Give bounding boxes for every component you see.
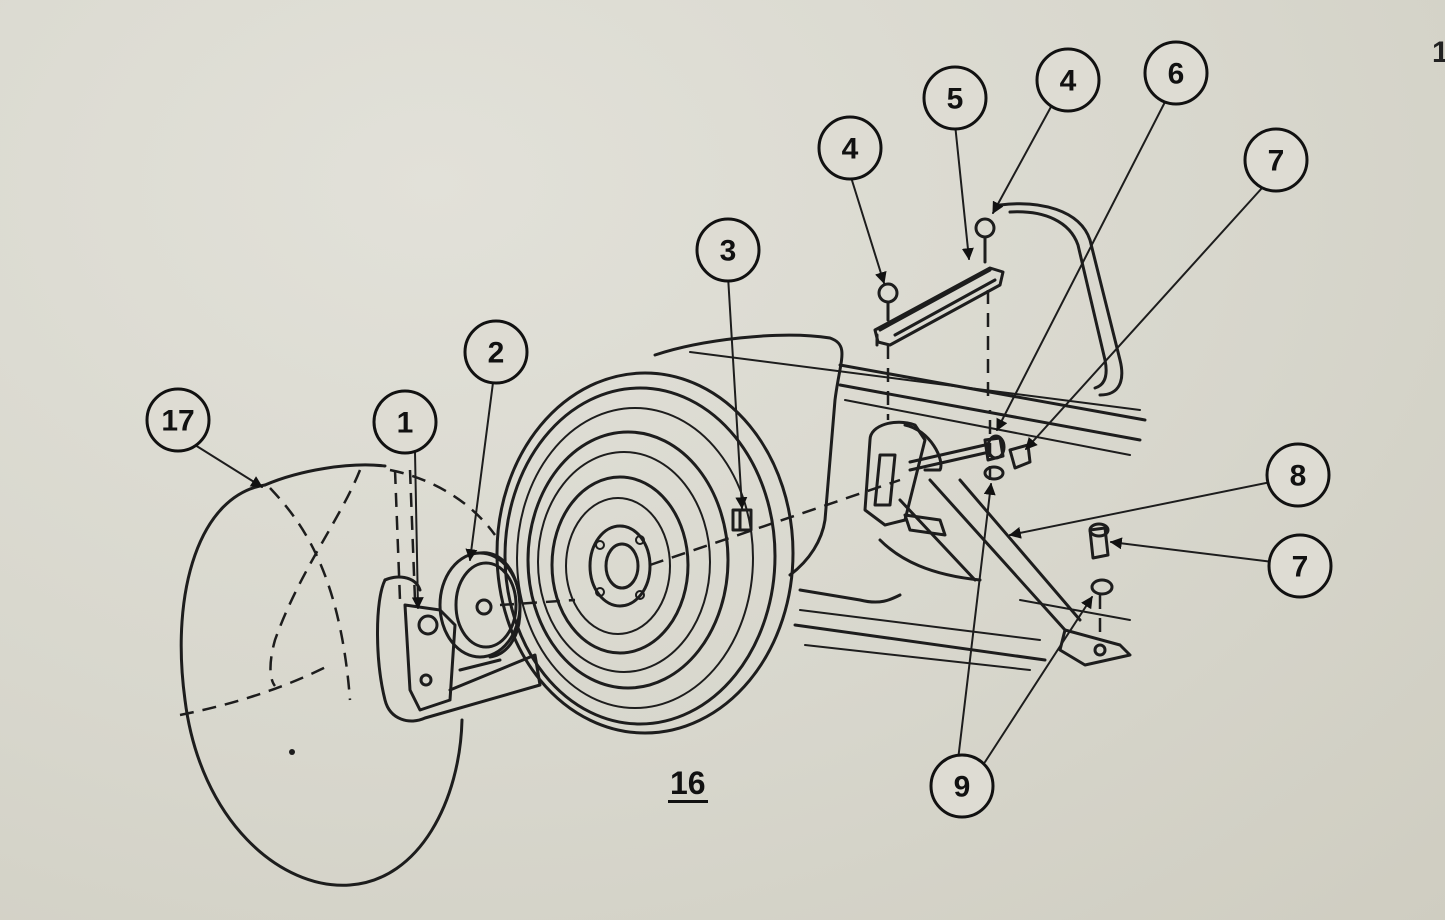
fasteners (983, 410, 1114, 640)
carrier-bracket (863, 420, 1132, 667)
callout-7a-text: 7 (1268, 145, 1285, 178)
callout-6-text: 6 (1168, 58, 1185, 91)
callout-7b-text: 7 (1292, 551, 1309, 584)
callout-3-text: 3 (720, 235, 737, 268)
callout-6: 6 (1143, 40, 1209, 106)
callout-9: 9 (929, 753, 995, 819)
page-edge-mark: 1 (1432, 36, 1445, 69)
callout-1-text: 1 (397, 407, 414, 440)
tire-cover (179, 463, 497, 887)
callout-1: 1 (372, 389, 438, 455)
callout-7-top: 7 (1243, 127, 1309, 193)
callout-2: 2 (463, 319, 529, 385)
callout-9-text: 9 (954, 771, 971, 804)
callout-7-bottom: 7 (1267, 533, 1333, 599)
callout-3: 3 (695, 217, 761, 283)
mounting-strap (873, 217, 1005, 420)
callout-4b-text: 4 (1060, 65, 1077, 98)
callout-2-text: 2 (488, 337, 505, 370)
retaining-clip (731, 508, 753, 532)
callout-4-left: 4 (817, 115, 883, 181)
callout-8: 8 (1265, 442, 1331, 508)
spare-tire (495, 371, 901, 735)
figure-number: 16 (668, 765, 708, 803)
callout-17: 17 (145, 387, 211, 453)
vehicle-body-lines (653, 202, 1147, 671)
callout-5-text: 5 (947, 83, 964, 116)
callout-4a-text: 4 (842, 133, 859, 166)
leader-lines (194, 99, 1274, 763)
bolt (908, 434, 1006, 472)
callout-5: 5 (922, 65, 988, 131)
callout-8-text: 8 (1290, 460, 1307, 493)
callout-4-right: 4 (1035, 47, 1101, 113)
callout-17-text: 17 (161, 405, 194, 438)
